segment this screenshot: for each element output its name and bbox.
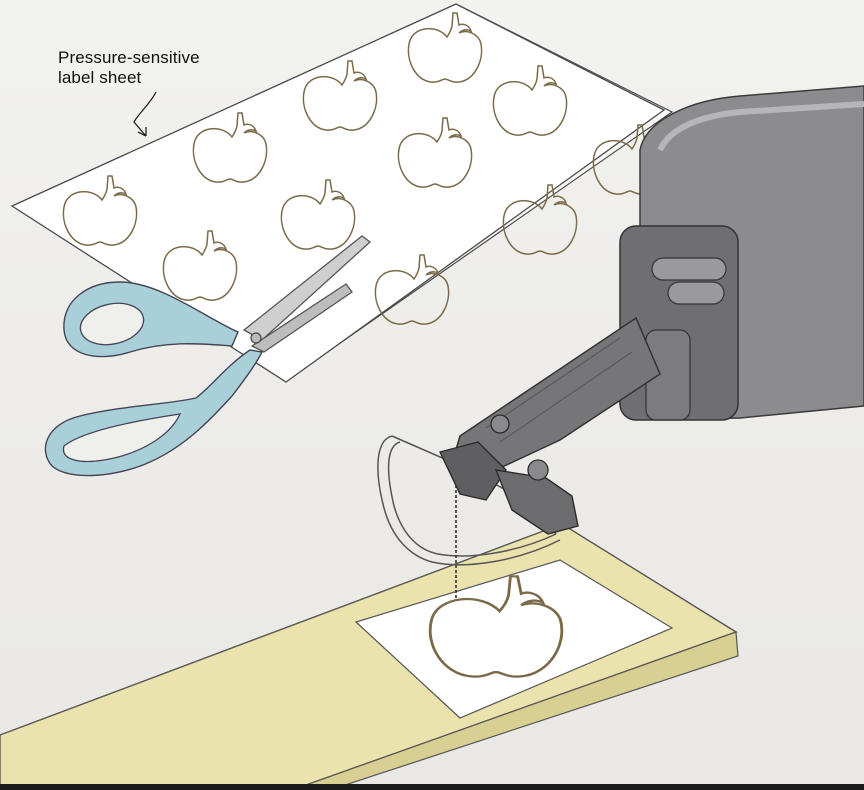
bottom-edge-bar [0, 784, 864, 790]
callout-line-2: label sheet [58, 68, 200, 88]
wood-board [0, 524, 738, 790]
callout-label: Pressure-sensitive label sheet [58, 48, 200, 88]
scissor-pivot [251, 333, 261, 343]
callout-line-1: Pressure-sensitive [58, 48, 200, 68]
callout-arrow [134, 92, 156, 136]
